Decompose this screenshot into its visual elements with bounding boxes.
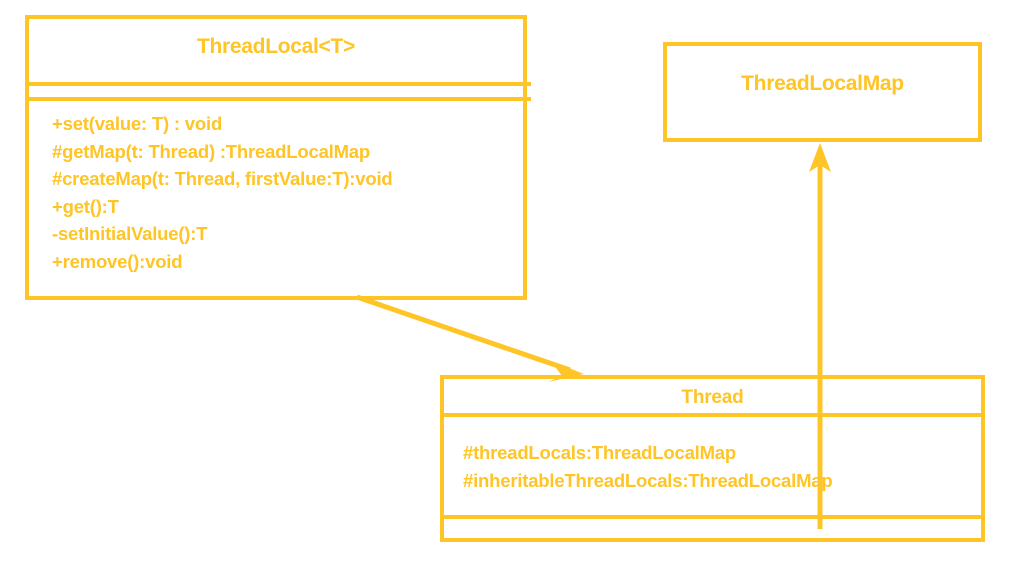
method-item: +remove():void (52, 250, 183, 272)
class-box-threadlocalmap[interactable]: ThreadLocalMap (663, 42, 982, 142)
arrow-threadlocal-to-thread (356, 294, 584, 382)
compartment-divider-threadlocal-attributes-top (25, 82, 531, 86)
class-title-thread: Thread (681, 387, 744, 408)
method-item: -setInitialValue():T (52, 223, 208, 244)
class-title-threadlocal: ThreadLocal<T> (196, 35, 356, 58)
class-title-threadlocalmap: ThreadLocalMap (741, 72, 904, 95)
method-item: +get():T (52, 195, 119, 217)
compartment-divider-threadlocal-methods-top (25, 97, 531, 101)
compartment-divider-thread-attributes-top (440, 413, 985, 417)
class-methods-threadlocal: +set(value: T) : void #getMap(t: Thread)… (52, 110, 393, 275)
attribute-item: #inheritableThreadLocals:ThreadLocalMap (463, 470, 833, 491)
attribute-item: #threadLocals:ThreadLocalMap (463, 442, 736, 463)
class-attributes-thread: #threadLocals:ThreadLocalMap #inheritabl… (463, 439, 833, 495)
method-item: +set(value: T) : void (52, 113, 223, 134)
method-item: #createMap(t: Thread, firstValue:T):void (52, 168, 393, 189)
class-box-thread[interactable]: Thread (440, 375, 985, 542)
method-item: #getMap(t: Thread) :ThreadLocalMap (52, 140, 370, 162)
compartment-divider-thread-methods-top (440, 515, 985, 519)
arrow-head-thread-to-threadlocalmap (809, 143, 831, 172)
class-box-threadlocal[interactable]: ThreadLocal<T> (25, 15, 527, 300)
arrow-line-threadlocal-to-thread (356, 294, 571, 373)
